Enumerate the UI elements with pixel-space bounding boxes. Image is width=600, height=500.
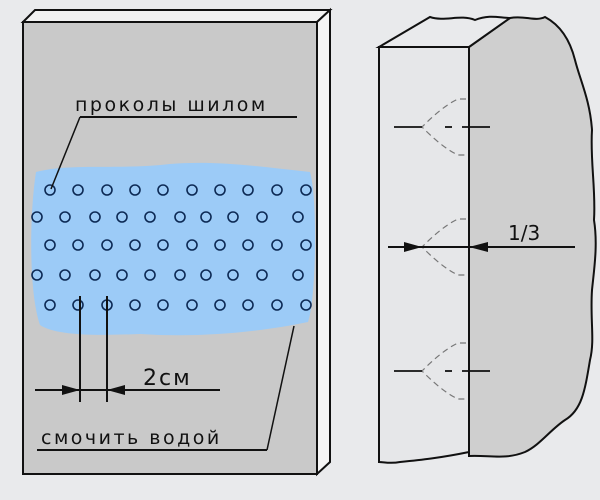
puncture-hole bbox=[227, 269, 239, 281]
puncture-hole bbox=[271, 239, 283, 251]
puncture-hole bbox=[214, 299, 226, 311]
puncture-hole bbox=[174, 211, 186, 223]
depth-label: 1/3 bbox=[508, 221, 540, 245]
puncture-hole bbox=[214, 239, 226, 251]
panel-top-face bbox=[375, 15, 514, 48]
puncture-hole bbox=[300, 299, 312, 311]
puncture-hole bbox=[186, 239, 198, 251]
puncture-hole bbox=[227, 211, 239, 223]
spacing-label: 2см bbox=[143, 366, 192, 391]
puncture-hole bbox=[271, 184, 283, 196]
puncture-hole bbox=[214, 184, 226, 196]
puncture-hole bbox=[72, 239, 84, 251]
puncture-hole bbox=[31, 211, 43, 223]
puncture-hole bbox=[242, 239, 254, 251]
wall-section-side: 1/3 bbox=[375, 15, 597, 464]
puncture-hole bbox=[292, 211, 304, 223]
puncture-hole bbox=[129, 239, 141, 251]
puncture-hole bbox=[144, 269, 156, 281]
puncture-hole bbox=[200, 269, 212, 281]
puncture-hole bbox=[157, 184, 169, 196]
wet-area bbox=[31, 162, 316, 336]
puncture-hole bbox=[186, 299, 198, 311]
panel-top-edge bbox=[20, 9, 333, 23]
arrow-right-icon bbox=[62, 385, 80, 395]
puncture-hole bbox=[174, 269, 186, 281]
puncture-hole bbox=[242, 299, 254, 311]
puncture-hole bbox=[256, 269, 268, 281]
puncture-hole bbox=[144, 211, 156, 223]
puncture-hole bbox=[116, 211, 128, 223]
punctures-label: проколы шилом bbox=[75, 94, 268, 116]
puncture-hole bbox=[44, 299, 56, 311]
puncture-hole bbox=[72, 184, 84, 196]
wet-leader bbox=[266, 325, 295, 451]
puncture-hole bbox=[300, 184, 312, 196]
puncture-hole bbox=[101, 239, 113, 251]
puncture-hole bbox=[31, 269, 43, 281]
puncture-hole bbox=[271, 299, 283, 311]
puncture-hole bbox=[59, 269, 71, 281]
puncture-hole bbox=[116, 269, 128, 281]
puncture-hole bbox=[186, 184, 198, 196]
puncture-hole bbox=[157, 299, 169, 311]
arrow-left-icon bbox=[469, 242, 488, 252]
puncture-hole bbox=[89, 269, 101, 281]
puncture-hole bbox=[242, 184, 254, 196]
puncture-hole bbox=[101, 184, 113, 196]
puncture-hole bbox=[59, 211, 71, 223]
arrow-right-icon bbox=[404, 242, 422, 252]
puncture-hole bbox=[292, 269, 304, 281]
wet-label: смочить водой bbox=[41, 427, 222, 449]
punctures-leader bbox=[50, 116, 81, 190]
arrow-left-icon bbox=[107, 385, 125, 395]
puncture-hole bbox=[129, 299, 141, 311]
puncture-hole bbox=[72, 299, 84, 311]
puncture-holes bbox=[31, 184, 312, 311]
puncture-hole bbox=[200, 211, 212, 223]
panel-cross-section bbox=[378, 46, 470, 464]
puncture-hole bbox=[157, 239, 169, 251]
puncture-hole bbox=[300, 239, 312, 251]
drywall-panel-front: проколы шилом 2см смочить водой bbox=[20, 7, 333, 477]
puncture-hole bbox=[129, 184, 141, 196]
puncture-hole bbox=[44, 184, 56, 196]
panel-side-edge bbox=[316, 7, 331, 477]
puncture-hole bbox=[44, 239, 56, 251]
wall-broken-edge bbox=[468, 15, 597, 458]
puncture-hole bbox=[89, 211, 101, 223]
puncture-hole bbox=[256, 211, 268, 223]
